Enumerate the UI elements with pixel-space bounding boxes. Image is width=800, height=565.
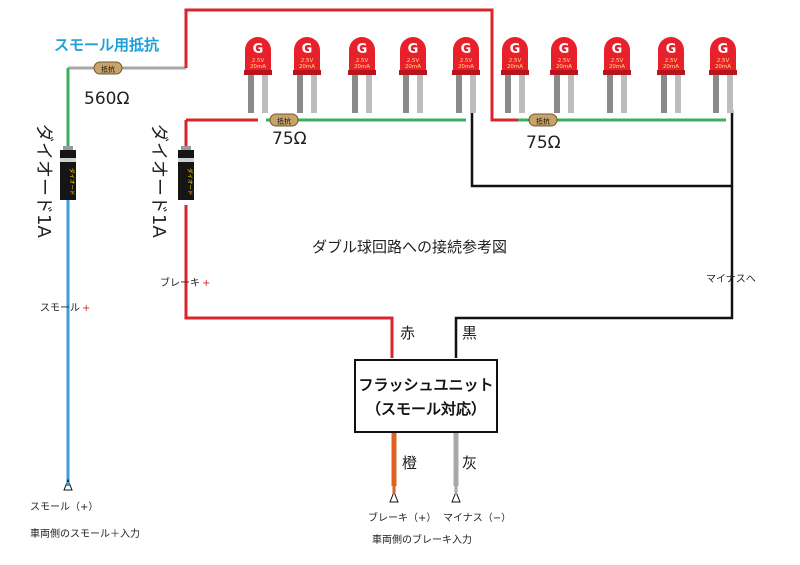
small-resistor-title: スモール用抵抗 (54, 36, 159, 54)
vehicle-brake-input: 車両側のブレーキ入力 (372, 533, 472, 546)
led-letter: G (408, 42, 419, 57)
led-current: 20mA (715, 64, 731, 70)
wire-red-brake (184, 205, 394, 358)
led-voltage: 2.5V (252, 58, 265, 64)
wire-label-black: 黒 (462, 324, 477, 342)
flash-unit-line1: フラッシュユニット (358, 376, 493, 394)
minus-to-label: マイナスへ (706, 273, 756, 285)
resistor-75-left-text: 抵抗 (277, 117, 291, 126)
arrow-brake-icon (389, 490, 399, 503)
wire-red-top-loop (184, 8, 518, 122)
led-letter: G (253, 42, 264, 57)
wire-black-bus (470, 108, 732, 188)
resistor-560: 抵抗 (93, 61, 123, 75)
led-voltage: 2.5V (717, 58, 730, 64)
diode-right-text: ダイオード (186, 168, 194, 196)
led-current: 20mA (405, 64, 421, 70)
led-letter: G (559, 42, 570, 57)
input-arrows (63, 478, 461, 503)
resistor-75-right-text: 抵抗 (536, 117, 550, 126)
led-voltage: 2.5V (356, 58, 369, 64)
brake-plus-label: ブレーキ+ (160, 276, 210, 289)
brake-input-label: ブレーキ（+） (368, 511, 436, 524)
led-current: 20mA (458, 64, 474, 70)
led-current: 20mA (609, 64, 625, 70)
led-current: 20mA (250, 64, 266, 70)
led-current: 20mA (507, 64, 523, 70)
led-voltage: 2.5V (509, 58, 522, 64)
wire-label-gray: 灰 (462, 454, 477, 472)
led-current: 20mA (354, 64, 370, 70)
led-voltage: 2.5V (665, 58, 678, 64)
resistor-560-text: 抵抗 (101, 65, 115, 74)
arrow-minus-icon (451, 490, 461, 503)
wire-label-orange: 橙 (402, 454, 417, 472)
led-letter: G (357, 42, 368, 57)
diode-left-text: ダイオード (68, 168, 76, 196)
led-letter: G (718, 42, 729, 57)
wire-black-minus (454, 110, 734, 358)
resistor-75-left: 抵抗 (269, 113, 299, 127)
led-current: 20mA (663, 64, 679, 70)
resistor-560-value: 560Ω (84, 89, 129, 109)
diode-right: ダイオード (178, 146, 194, 200)
diode-label-left: ダイオード1A (33, 124, 54, 238)
resistor-75-value-b: 75Ω (526, 133, 561, 153)
minus-input-label: マイナス（−） (443, 512, 511, 524)
diagram-title: ダブル球回路への接続参考図 (312, 238, 507, 256)
led-current: 20mA (556, 64, 572, 70)
led-array: G2.5V20mAG2.5V20mAG2.5V20mAG2.5V20mAG2.5… (244, 37, 737, 113)
resistor-75-right: 抵抗 (528, 113, 558, 127)
led-letter: G (461, 42, 472, 57)
led-letter: G (666, 42, 677, 57)
small-plus-label: スモール+ (40, 303, 90, 314)
led-letter: G (302, 42, 313, 57)
led-voltage: 2.5V (611, 58, 624, 64)
led-voltage: 2.5V (301, 58, 314, 64)
led-letter: G (612, 42, 623, 57)
led-letter: G (510, 42, 521, 57)
small-input-label: スモール（+） (30, 501, 98, 513)
diode-label-right: ダイオード1A (148, 124, 169, 238)
led-current: 20mA (299, 64, 315, 70)
led-voltage: 2.5V (460, 58, 473, 64)
wire-label-red: 赤 (400, 324, 415, 342)
led-voltage: 2.5V (558, 58, 571, 64)
resistor-75-value-a: 75Ω (272, 129, 307, 149)
flash-unit: フラッシュユニット （スモール対応） (354, 359, 498, 433)
diode-left: ダイオード (60, 146, 76, 200)
flash-unit-line2: （スモール対応） (366, 400, 486, 418)
wires (66, 8, 734, 486)
vehicle-small-input: 車両側のスモール＋入力 (30, 527, 140, 540)
led-voltage: 2.5V (407, 58, 420, 64)
